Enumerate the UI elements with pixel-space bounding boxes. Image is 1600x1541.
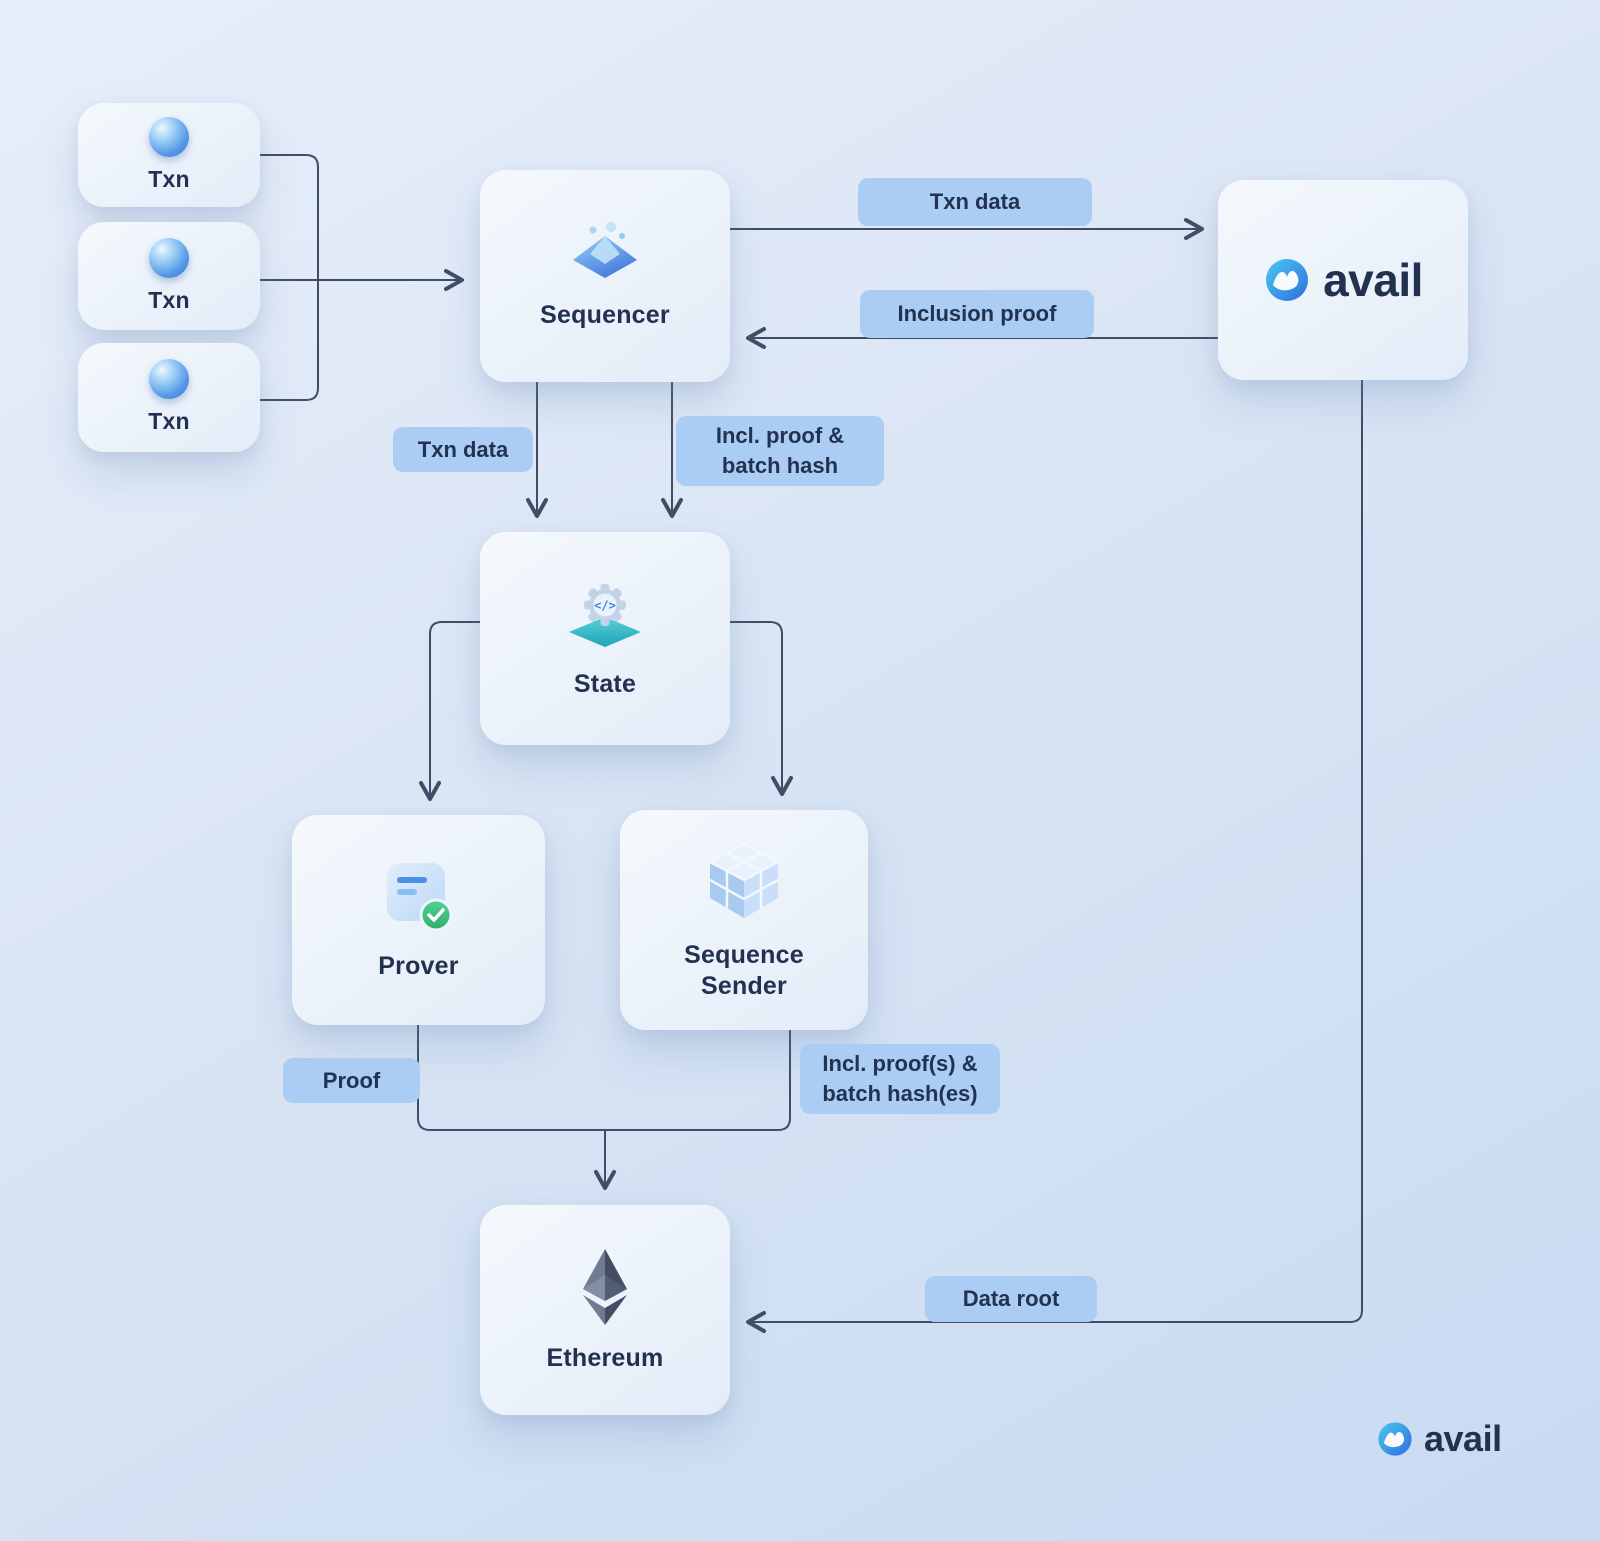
txn-sphere-icon <box>149 116 189 157</box>
sequencer-gem-icon <box>573 222 637 279</box>
txn-sphere-icon <box>149 359 189 400</box>
edge-state-to-prover <box>419 621 481 801</box>
edge-label-incl-proof-batch-hash: Incl. proof & batch hash <box>676 416 884 486</box>
sequencer-label: Sequencer <box>540 301 670 330</box>
node-sequencer: Sequencer <box>480 170 730 382</box>
txn-label: Txn <box>148 286 190 313</box>
state-label: State <box>573 669 637 698</box>
edge-prover-merge <box>417 1024 606 1131</box>
footer-brand: avail <box>1376 1418 1502 1460</box>
edge-state-to-sequence-sender <box>729 621 793 796</box>
edge-avail-to-ethereum <box>746 379 1363 1333</box>
txn-sphere-icon <box>149 237 189 278</box>
node-sequence-sender: Sequence Sender <box>620 810 868 1030</box>
ethereum-label: Ethereum <box>546 1344 664 1373</box>
node-avail: avail <box>1218 180 1468 380</box>
node-prover: Prover <box>292 815 545 1025</box>
ethereum-logo-icon <box>583 1249 627 1326</box>
svg-text:</>: </> <box>594 598 616 612</box>
edge-sequence-sender-merge <box>604 1029 791 1131</box>
avail-label: avail <box>1323 254 1423 306</box>
edge-label-data-root: Data root <box>925 1276 1097 1322</box>
node-state: </> State <box>480 532 730 745</box>
txn-label: Txn <box>148 408 190 435</box>
node-txn-3: Txn <box>78 343 260 452</box>
prover-label: Prover <box>378 952 459 981</box>
sequence-sender-cube-icon <box>707 842 781 918</box>
edge-label-incl-proofs-batch-hashes: Incl. proof(s) & batch hash(es) <box>800 1044 1000 1114</box>
edge-txn1-merge <box>259 154 319 281</box>
edge-label-txn-data-to-avail: Txn data <box>858 178 1092 226</box>
node-txn-1: Txn <box>78 103 260 207</box>
footer-avail-logo-icon <box>1378 1422 1412 1456</box>
node-ethereum: Ethereum <box>480 1205 730 1415</box>
footer-avail-wordmark: avail <box>1424 1418 1502 1459</box>
edge-label-txn-data-to-state: Txn data <box>393 427 533 472</box>
edge-label-proof: Proof <box>283 1058 420 1103</box>
prover-document-check-icon <box>386 863 452 932</box>
avail-logo-icon <box>1266 259 1309 301</box>
edge-label-inclusion-proof: Inclusion proof <box>860 290 1094 338</box>
state-gear-code-icon: </> <box>569 583 641 647</box>
txn-label: Txn <box>148 165 190 192</box>
edge-txn3-merge <box>259 279 319 401</box>
node-txn-2: Txn <box>78 222 260 330</box>
sequence-sender-label: Sequence Sender <box>684 940 804 1000</box>
